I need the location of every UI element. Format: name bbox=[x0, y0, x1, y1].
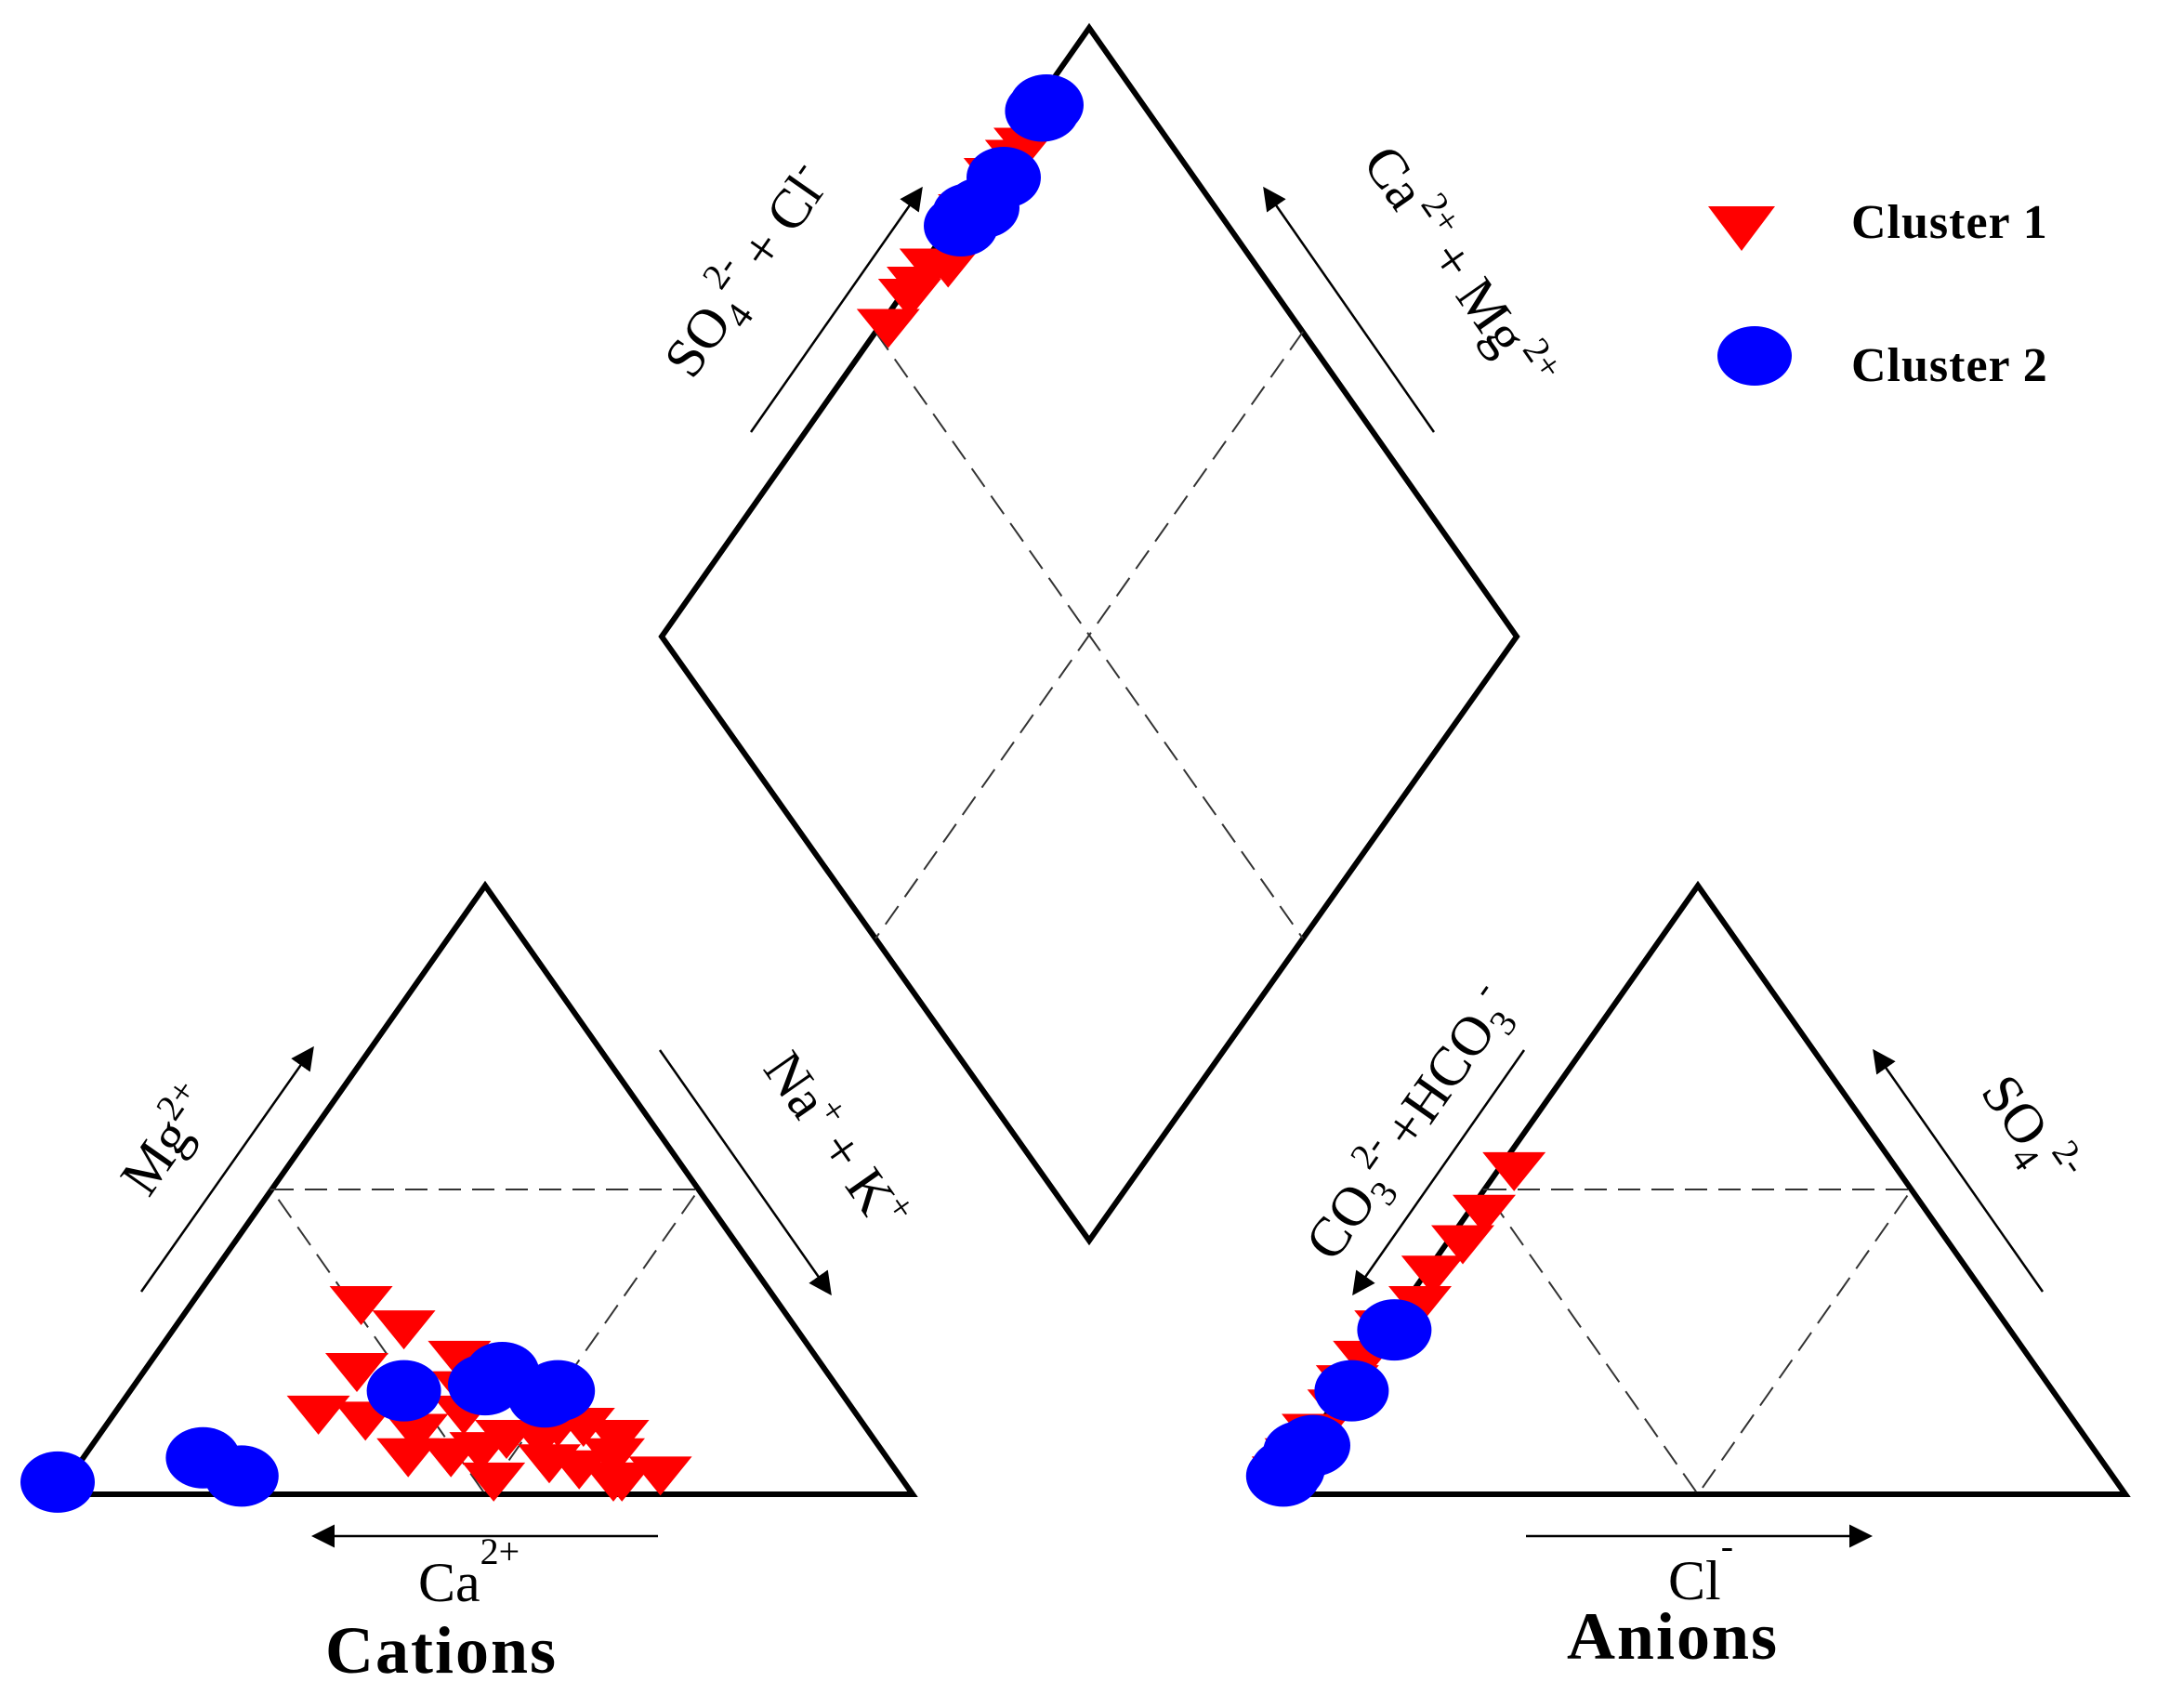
diamond-mg-base: + Mg bbox=[1418, 230, 1539, 365]
cations-ca-charge: 2+ bbox=[480, 1531, 520, 1572]
diamond-so4cl-axis-arrow bbox=[749, 186, 923, 433]
anions-cl-base: Cl bbox=[1668, 1550, 1721, 1611]
anions-point-cluster-1-3 bbox=[1401, 1255, 1465, 1295]
cations-point-cluster-1-21 bbox=[585, 1420, 650, 1460]
anions-so4-charge: 2- bbox=[2044, 1133, 2096, 1182]
anions-point-cluster-2-1 bbox=[1314, 1360, 1389, 1422]
cations-point-cluster-1-24 bbox=[590, 1462, 654, 1502]
cations-point-cluster-1-20 bbox=[582, 1438, 645, 1478]
anions-point-cluster-1-2 bbox=[1431, 1225, 1494, 1265]
diamond-markers bbox=[856, 74, 1084, 348]
cations-mg-axis-arrow bbox=[139, 1045, 314, 1293]
legend-marker-cluster-2 bbox=[1717, 326, 1792, 386]
diamond-guide-2 bbox=[875, 331, 1304, 939]
diamond-cl-base: + Cl bbox=[728, 164, 835, 280]
anions-panel: CO32-+HCO3- SO42- Cl- Anions bbox=[1245, 880, 2131, 1674]
legend: Cluster 1 Cluster 2 bbox=[1708, 196, 2048, 392]
cations-panel: Mg2+ Na++ K+ Ca2+ Cations bbox=[20, 880, 925, 1688]
anions-markers bbox=[1245, 1151, 1546, 1507]
anions-guide-lines bbox=[1482, 1189, 1914, 1496]
anions-so4-base: SO bbox=[1969, 1064, 2060, 1158]
cations-point-cluster-1-1 bbox=[325, 1353, 388, 1392]
anions-title: Anions bbox=[1567, 1599, 1779, 1674]
anions-cl-axis-label: Cl- bbox=[1668, 1525, 1733, 1611]
cations-guide-lines bbox=[270, 1189, 701, 1496]
legend-marker-cluster-1 bbox=[1708, 206, 1775, 251]
anions-point-cluster-2-0 bbox=[1357, 1299, 1432, 1361]
anions-point-cluster-1-4 bbox=[1388, 1285, 1452, 1325]
diamond-point-cluster-2-1 bbox=[1005, 80, 1080, 142]
cations-point-cluster-1-6 bbox=[376, 1438, 441, 1478]
diamond-point-cluster-2-5 bbox=[924, 195, 998, 256]
anions-carbonate-axis-label: CO32-+HCO3- bbox=[1286, 971, 1532, 1276]
cations-point-cluster-1-2 bbox=[372, 1310, 436, 1350]
cations-mg-base: Mg bbox=[109, 1107, 204, 1205]
legend-label-cluster-1: Cluster 1 bbox=[1851, 196, 2048, 249]
anions-cl-charge: - bbox=[1721, 1525, 1733, 1567]
anions-point-cluster-1-0 bbox=[1482, 1151, 1546, 1191]
diamond-point-cluster-1-10 bbox=[856, 309, 920, 348]
cations-point-cluster-1-4 bbox=[286, 1395, 350, 1435]
cations-markers bbox=[20, 1285, 692, 1513]
cations-point-cluster-1-3 bbox=[427, 1340, 492, 1380]
legend-label-cluster-2: Cluster 2 bbox=[1851, 339, 2048, 392]
diamond-frame bbox=[658, 22, 1520, 1246]
diamond-point-cluster-1-9 bbox=[877, 279, 941, 318]
cations-point-cluster-2-6 bbox=[520, 1360, 596, 1422]
cations-point-cluster-1-7 bbox=[385, 1413, 449, 1453]
anions-carbonate-axis-arrow bbox=[1352, 1049, 1526, 1296]
cations-nak-axis-arrow bbox=[658, 1049, 832, 1296]
cations-mg-axis-label: Mg2+ bbox=[103, 1071, 226, 1205]
anions-hco3-base: +HCO bbox=[1372, 1002, 1507, 1159]
anions-so4-axis-label: SO42- bbox=[1962, 1058, 2096, 1202]
cations-title: Cations bbox=[325, 1613, 558, 1688]
cations-point-cluster-1-16 bbox=[547, 1450, 612, 1490]
cations-point-cluster-1-9 bbox=[462, 1462, 526, 1502]
anions-hco3-charge: - bbox=[1461, 971, 1503, 1005]
diamond-so4cl-axis-label: SO42-+ Cl- bbox=[642, 147, 849, 393]
anions-point-cluster-2-5 bbox=[1245, 1445, 1321, 1507]
anions-so4-axis-arrow bbox=[1873, 1048, 2045, 1293]
diamond-so4-charge: 2- bbox=[693, 247, 745, 296]
diamond-camg-axis-arrow bbox=[1263, 186, 1436, 433]
cations-point-cluster-1-0 bbox=[329, 1285, 393, 1325]
cations-ca-base: Ca bbox=[418, 1552, 480, 1613]
cations-point-cluster-2-2 bbox=[366, 1360, 441, 1422]
cations-ca-axis-label: Ca2+ bbox=[418, 1531, 519, 1613]
cations-point-cluster-2-7 bbox=[20, 1451, 95, 1513]
cations-nak-axis-label: Na++ K+ bbox=[752, 1037, 925, 1242]
anions-point-cluster-1-1 bbox=[1453, 1194, 1516, 1234]
cations-point-cluster-2-1 bbox=[204, 1445, 279, 1507]
